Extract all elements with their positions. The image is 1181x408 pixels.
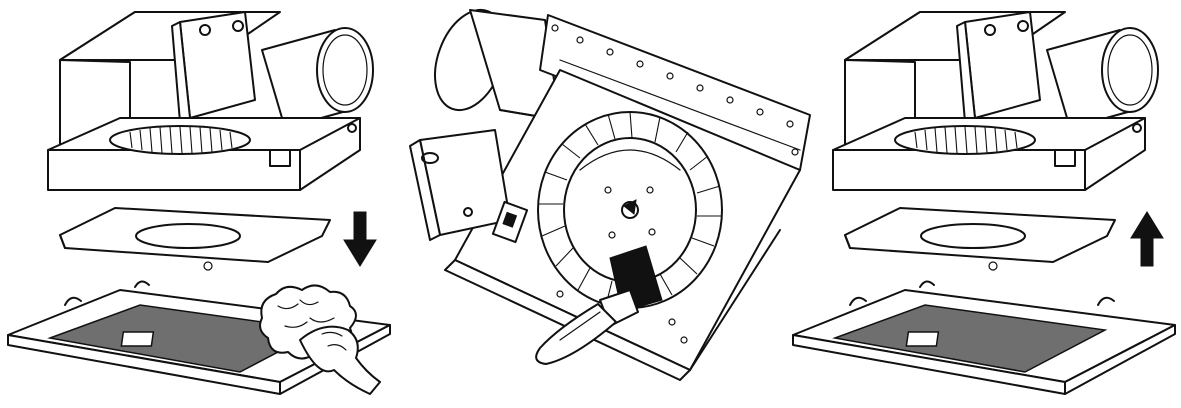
blower-wheel <box>537 111 723 309</box>
panel-reinstall-grille <box>792 11 1176 395</box>
grille-plate-right <box>844 207 1116 271</box>
panel-brush-blower-wheel <box>409 8 811 381</box>
panel-remove-grille <box>7 11 391 395</box>
fan-housing-right <box>832 11 1159 191</box>
hand-wiping-icon <box>259 284 381 395</box>
grille-cover-right <box>792 280 1176 395</box>
duct-collar-center <box>434 8 561 121</box>
grille-plate-left <box>59 207 331 271</box>
housing-flange-center <box>556 229 781 371</box>
arrow-down-icon <box>343 211 377 267</box>
fan-housing-left <box>47 11 374 191</box>
arrow-up-icon <box>1130 211 1164 267</box>
brush-icon <box>535 245 663 365</box>
